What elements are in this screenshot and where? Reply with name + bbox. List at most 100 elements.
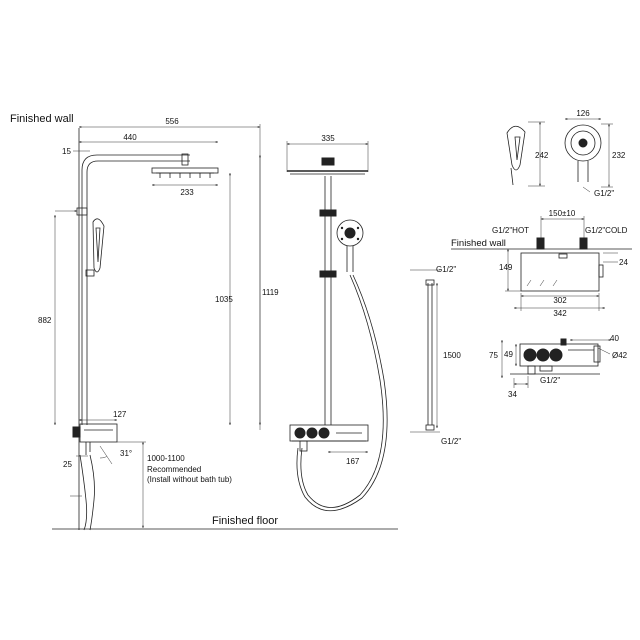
riser-pipe-outer: [81, 154, 190, 425]
hand-detail-center: [578, 138, 588, 148]
dim-49: 49: [504, 350, 513, 359]
dim-556: 556: [165, 117, 179, 126]
dim-440: 440: [123, 133, 137, 142]
thread-leader: [582, 186, 591, 193]
hand-shower-front: [336, 219, 364, 247]
side-top-fitting: [560, 338, 567, 346]
spout: [85, 442, 91, 455]
hose-curve-b: [89, 454, 95, 531]
valve-wall-mount: [72, 426, 81, 438]
front-hose-a: [300, 274, 384, 508]
hand-detail-front: [564, 124, 602, 162]
riser-pipe-inner: [86, 160, 190, 425]
front-spout: [299, 440, 308, 452]
hose-curve-a: [79, 454, 88, 531]
valve-side-view: 40 Ø42 75 49 G1/2" 34: [489, 334, 628, 399]
dim-302: 302: [553, 296, 567, 305]
knob-3: [318, 427, 330, 439]
install-note: (Install without bath tub): [147, 475, 232, 484]
side-thread: G1/2": [540, 376, 560, 385]
knob-2: [306, 427, 318, 439]
dim-1035: 1035: [215, 295, 233, 304]
angle-arc: [99, 455, 108, 459]
bottom-inlet: [539, 365, 553, 372]
nozzle-2: [356, 226, 360, 230]
hose-bottom-nut: [425, 424, 435, 431]
dim-75: 75: [489, 351, 498, 360]
dim-335: 335: [321, 134, 335, 143]
hot-elbow: [536, 237, 545, 250]
head-nozzles: [159, 173, 211, 178]
dim-882: 882: [38, 316, 52, 325]
side-view: Finished wall 556 440 15 233: [10, 113, 398, 531]
dim-149: 149: [499, 263, 513, 272]
thermostat-shelf: [79, 423, 118, 443]
valve-outlet-top: [558, 253, 568, 259]
dim-233: 233: [180, 188, 194, 197]
knob-1: [294, 427, 306, 439]
hand-detail-side-handle: [510, 167, 514, 186]
dim-127: 127: [113, 410, 127, 419]
overhead-shower-head: [151, 167, 219, 174]
knob-marks: [526, 279, 558, 287]
dim-40: 40: [610, 334, 619, 343]
hand-shower-face: [95, 227, 101, 263]
angle-31: 31°: [120, 449, 132, 458]
hose-bottom-thread: G1/2": [441, 437, 461, 446]
hose-top-nut: [425, 279, 435, 286]
hand-detail-side: [506, 125, 526, 171]
hand-detail-ring: [570, 130, 596, 156]
hand-thread: G1/2": [594, 189, 614, 198]
valve-side-cap: [598, 264, 604, 278]
dim-242: 242: [535, 151, 549, 160]
finished-wall-label-2: Finished wall: [451, 238, 506, 249]
dim-24: 24: [619, 258, 628, 267]
valve-top-view: G1/2"HOT G1/2"COLD 150±10 Finished wall …: [451, 209, 632, 318]
dim-342: 342: [553, 309, 567, 318]
head-top-fitting: [321, 157, 335, 166]
front-hose-b: [296, 274, 388, 512]
hand-shower-side: [92, 218, 105, 273]
dim-25: 25: [63, 460, 72, 469]
cold-inlet: G1/2"COLD: [585, 226, 628, 235]
nozzle-3: [340, 237, 344, 241]
nozzle-1: [340, 226, 344, 230]
side-knob-3: [549, 348, 563, 362]
finished-floor-label: Finished floor: [212, 515, 278, 527]
side-knob-2: [536, 348, 550, 362]
dim-126: 126: [576, 109, 590, 118]
front-bracket-upper: [319, 209, 337, 217]
recommended-label: Recommended: [147, 465, 201, 474]
valve-body-top: [520, 252, 600, 292]
dim-phi42: Ø42: [612, 351, 628, 360]
finished-wall-label: Finished wall: [10, 113, 74, 125]
hose-length: 1500: [443, 351, 461, 360]
hose-top-thread: G1/2": [436, 265, 456, 274]
hot-inlet: G1/2"HOT: [492, 226, 529, 235]
angle-line: [99, 445, 113, 465]
nozzle-4: [356, 237, 360, 241]
inlet-spacing: 150±10: [549, 209, 576, 218]
hand-shower-center: [344, 227, 356, 239]
front-view: 335 167: [286, 134, 388, 512]
hose-detail: G1/2" 1500 G1/2": [410, 265, 461, 446]
dim-167: 167: [346, 457, 360, 466]
hand-shower-detail: 242 126 232 G1/2": [506, 109, 626, 198]
head-connector: [181, 153, 189, 166]
hand-handle: [346, 246, 354, 272]
hand-detail-side-face: [514, 136, 521, 161]
bottom-spout: [527, 365, 536, 375]
dim-232: 232: [612, 151, 626, 160]
side-knob-1: [523, 348, 537, 362]
hand-detail-handle: [577, 161, 589, 182]
cold-elbow: [579, 237, 588, 250]
recommended-height: 1000-1100: [147, 454, 185, 463]
dim-34: 34: [508, 390, 517, 399]
dim-15: 15: [62, 147, 71, 156]
front-bracket-lower: [319, 270, 337, 278]
valve-body-side: [519, 343, 599, 367]
side-end-cap: [593, 345, 601, 363]
dim-1119: 1119: [262, 288, 279, 297]
hand-holder: [85, 269, 95, 277]
